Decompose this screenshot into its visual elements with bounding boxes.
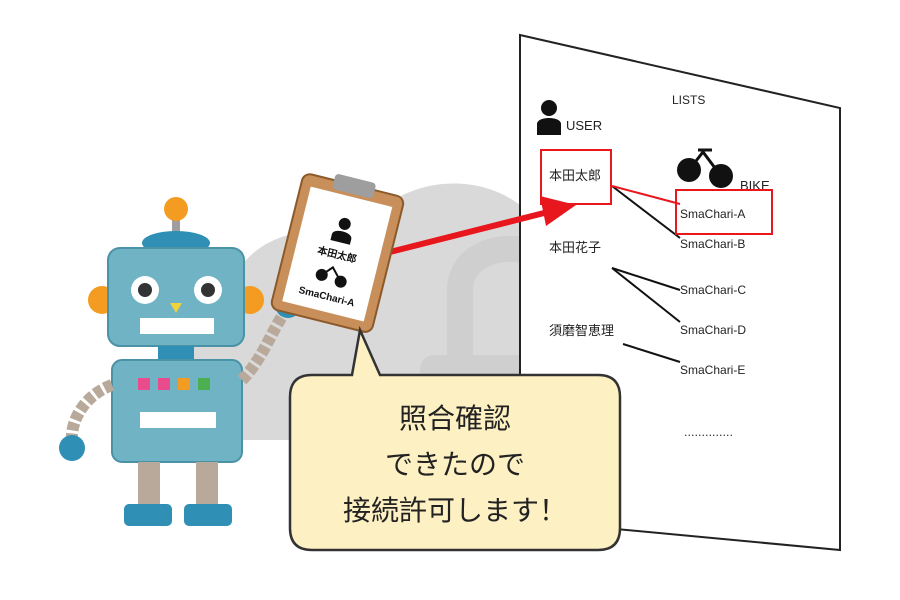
match-arrow [389,196,576,255]
bike-icon [677,148,733,188]
highlight-bike-box [675,189,773,235]
bike-row-5: SmaChari-E [680,363,745,377]
bubble-line-2: できたので [385,448,525,481]
bike-row-2: SmaChari-B [680,237,745,251]
user-row-1: 本田太郎 [549,169,601,184]
speech-bubble: 照合確認 できたので 接続許可します！ [288,325,622,552]
user-header: USER [566,118,602,133]
bike-row-3: SmaChari-C [680,283,746,297]
bubble-line-3: 接続許可します！ [343,494,567,527]
user-row-2: 本田花子 [549,240,601,256]
highlight-link [611,185,681,205]
user-row-3: 須磨智恵理 [549,324,614,339]
clipboard-illustration: 本田太郎 SmaChari-A [270,173,405,333]
user-bike-links [611,185,681,363]
highlight-user-box [540,149,612,205]
bike-row-1: SmaChari-A [680,207,745,221]
list-title: LISTS [672,93,705,107]
clipboard-user-icon [338,217,351,230]
bubble-line-1: 照合確認 [399,402,511,435]
clipboard-bike-icon [315,265,347,288]
bike-ellipsis: .............. [684,426,733,439]
user-icon [537,100,561,135]
bike-row-4: SmaChari-D [680,323,746,337]
